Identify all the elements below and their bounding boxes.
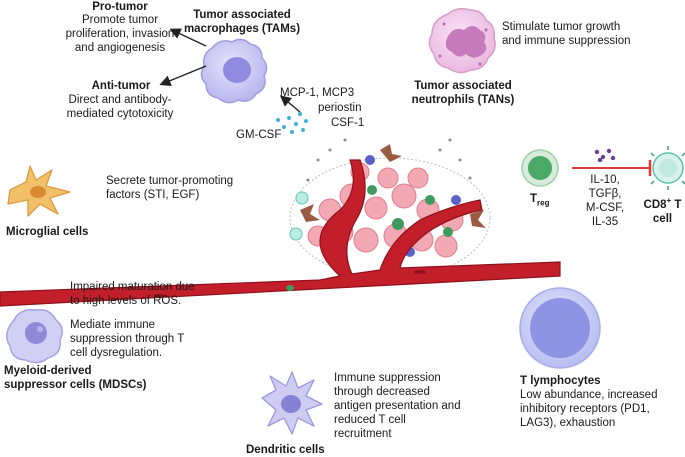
tan-title: Tumor associated neutrophils (TANs) [411,80,515,106]
treg-label-sub: reg [537,198,550,208]
tam-macrophage-icon [200,38,268,104]
tumor-mass-icon [289,138,491,279]
cytokine-csf1: CSF-1 [331,117,365,129]
cd8-t-cell-icon [650,146,685,190]
pro-tumor-arrow [169,28,207,47]
cytokine-periostin: periostin [318,102,362,114]
dendritic-cell-icon [261,371,323,435]
tam-anti-text: Direct and antibody- mediated cytotoxici… [66,94,174,120]
cytokine-arrow [279,95,301,113]
tam-title: Tumor associated macrophages (TAMs) [183,9,301,35]
t-lymphocyte-icon [519,287,601,369]
treg-factors: IL-10, TGFβ, M-CSF, IL-35 [585,174,625,228]
tan-text: Stimulate tumor growth and immune suppre… [502,21,631,47]
mdsc-text2: Mediate immune suppression through T cel… [70,319,185,359]
microglia-text: Secrete tumor-promoting factors (STI, EG… [106,175,234,201]
tam-pro-text: Promote tumor proliferation, invasion an… [65,14,175,54]
mdsc-text1: Impaired maturation due to high levels o… [70,281,195,307]
dendritic-text: Immune suppression through decreased ant… [334,372,461,440]
dendritic-label: Dendritic cells [246,444,325,456]
cd8-label-main: CD8 [643,198,667,211]
microglial-cell-icon [7,165,71,217]
anti-tumor-arrow [159,65,207,87]
tan-neutrophil-icon [428,7,496,74]
cd8-label: CD8+ T cell [640,194,685,226]
mdsc-cell-icon [6,308,63,364]
blood-vessel-icon [0,159,561,307]
cd8-label-suffix: T cell [652,198,682,225]
tam-pro-label: Pro-tumor [92,1,148,13]
treg-label: Treg [530,192,570,210]
tlymph-text: Low abundance, increased inhibitory rece… [520,389,658,429]
cd8-label-sup: + [666,196,672,205]
cytokine-mcp: MCP-1, MCP3 [280,87,355,99]
inhibition-line [572,160,652,176]
cytokine-gmcsf: GM-CSF [236,129,282,141]
microglia-label: Microglial cells [6,226,89,238]
tlymph-label: T lymphocytes [520,375,601,387]
treg-label-main: T [530,193,538,205]
cytokine-particles-icon [276,112,308,134]
tam-anti-label: Anti-tumor [91,80,151,92]
treg-cell-icon [521,149,559,187]
mdsc-label: Myeloid-derived suppressor cells (MDSCs) [4,365,147,391]
treg-factor-dots-icon [594,148,616,163]
